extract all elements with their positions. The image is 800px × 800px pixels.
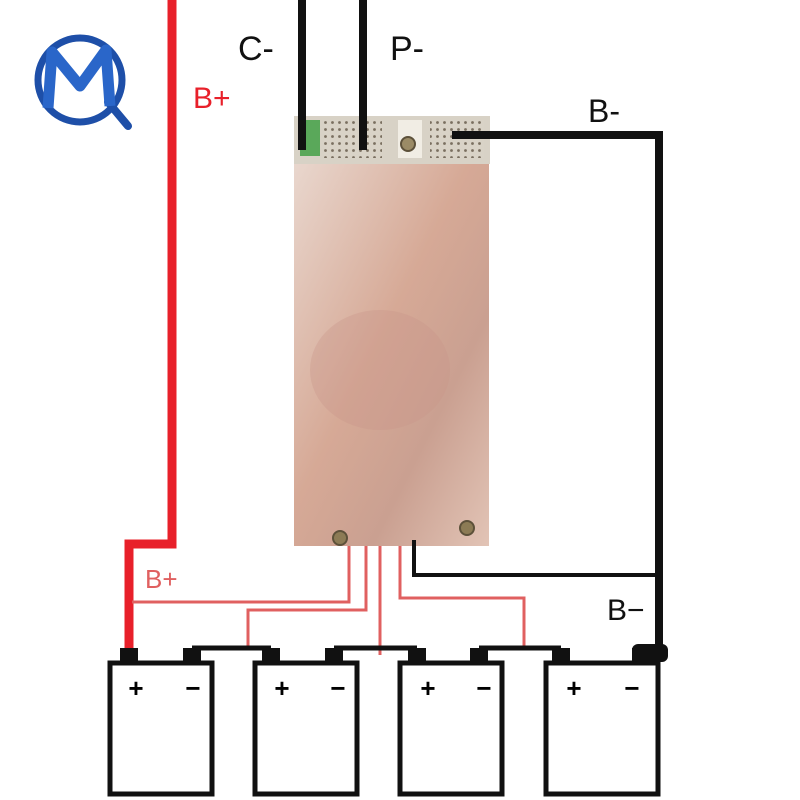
battery-cell: + − — [252, 648, 360, 797]
minus-terminal-label: − — [330, 673, 345, 703]
plus-terminal-label: + — [274, 673, 289, 703]
balance-wires — [132, 546, 526, 655]
battery-cell: + − — [543, 648, 661, 797]
p-minus-label: P- — [390, 30, 424, 68]
b-minus-board-wire — [412, 540, 659, 577]
terminal-p-pad — [324, 120, 382, 158]
b-minus-cell-clip — [632, 644, 668, 662]
b-plus-bottom-label: B+ — [145, 564, 178, 594]
minus-terminal-label: − — [624, 673, 639, 703]
bms-board — [294, 116, 490, 546]
mq-logo-icon — [34, 34, 132, 130]
battery-cell: + − — [397, 648, 505, 797]
b-minus-label: B- — [588, 93, 620, 129]
screw-icon — [332, 530, 348, 546]
battery-cell: + − — [107, 648, 215, 797]
screw-icon — [459, 520, 475, 536]
b-plus-label: B+ — [193, 82, 231, 115]
plus-terminal-label: + — [566, 673, 581, 703]
b-plus-main-wire — [124, 0, 177, 664]
screw-icon — [400, 136, 416, 152]
b-minus-main-wire — [452, 131, 663, 660]
minus-terminal-label: − — [476, 673, 491, 703]
b-minus-bottom-label: B− — [607, 594, 645, 627]
plus-terminal-label: + — [420, 673, 435, 703]
c-minus-label: C- — [238, 30, 274, 68]
minus-terminal-label: − — [185, 673, 200, 703]
plus-terminal-label: + — [128, 673, 143, 703]
